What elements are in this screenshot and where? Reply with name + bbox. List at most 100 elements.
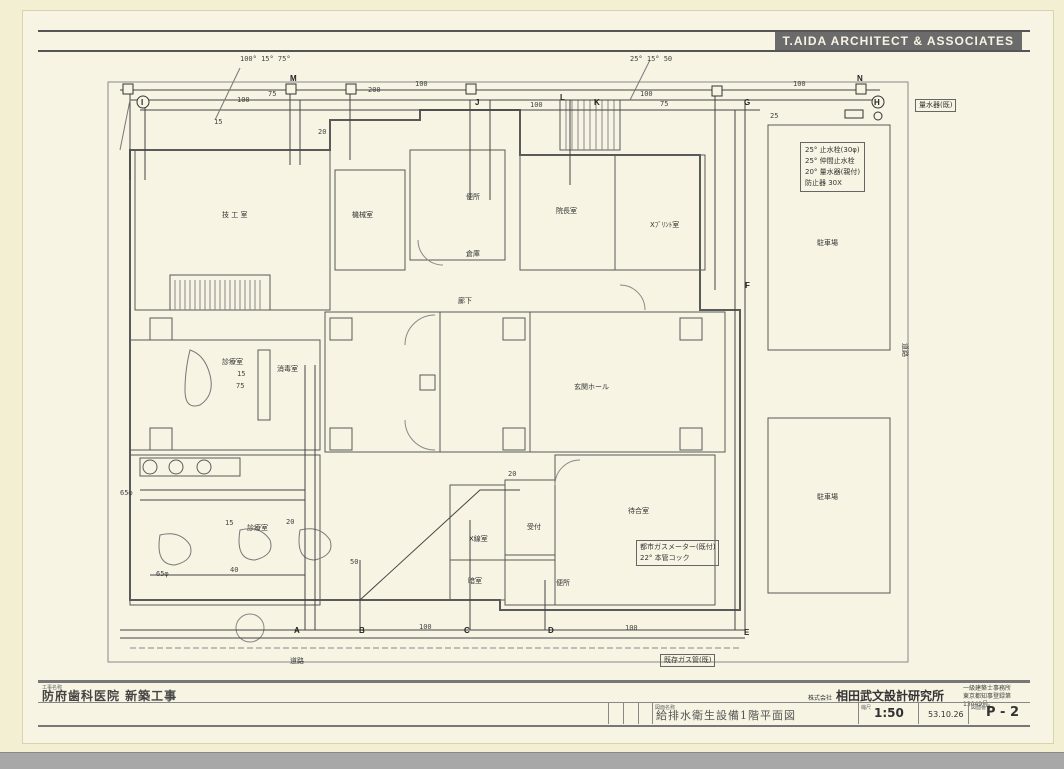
dim-label: 65φ	[156, 570, 169, 578]
room-label: 駐車場	[817, 239, 838, 247]
room-label: 便所	[556, 579, 570, 587]
office-prefix: 株式会社	[808, 695, 833, 702]
sink-counter	[139, 457, 241, 477]
tag-D: D	[548, 626, 554, 635]
project-caption: 工事名称	[42, 685, 63, 691]
column	[502, 427, 526, 451]
equipment-note: 25° 止水栓(30φ) 25° 仲間止水栓 20° 量水器(親付) 防止器 3…	[800, 142, 866, 192]
sheet-caption: 図面番号	[971, 705, 992, 711]
xray-print-room	[614, 154, 706, 271]
paper	[22, 10, 1054, 744]
room-label: 診療室	[247, 524, 268, 532]
column	[149, 427, 173, 451]
room-label: 便所	[466, 193, 480, 201]
tag-L: L	[560, 93, 565, 102]
waiting-room	[554, 454, 716, 606]
column	[149, 317, 173, 341]
reception-room	[504, 479, 556, 556]
hall-area	[324, 311, 726, 453]
note-line: 22° 本管コック	[640, 554, 690, 562]
room-label: 駐車場	[817, 493, 838, 501]
dim-label: 100° 15° 75°	[240, 55, 291, 63]
dim-label: 100	[237, 96, 250, 104]
measurement-ruler	[0, 752, 1064, 769]
gas-note: 都市ガスメーター(既付) 22° 本管コック	[636, 540, 720, 566]
firm-name: T.AIDA ARCHITECT & ASSOCIATES	[774, 32, 1022, 50]
stair-treads	[174, 280, 261, 310]
dim-label: 100	[530, 101, 543, 109]
dim-label: 100	[419, 623, 432, 631]
dim-label: 75	[660, 100, 669, 108]
column	[679, 317, 703, 341]
tag-H: H	[874, 98, 880, 107]
note-line: 都市ガスメーター(既付)	[640, 543, 716, 551]
dim-label: 65φ	[120, 489, 133, 497]
tag-M: M	[290, 74, 297, 83]
storage-room	[409, 149, 506, 261]
tag-F: F	[745, 281, 750, 290]
tag-C: C	[464, 626, 470, 635]
room-label: 暗室	[468, 577, 482, 585]
room-label: 道路	[901, 343, 909, 357]
license-line: 東京都知事登録第13049号	[963, 693, 1012, 708]
column	[329, 427, 353, 451]
drawing-title: 給排水衛生設備1階平面図	[656, 709, 796, 722]
parking-2	[767, 417, 891, 594]
room-label: 診療室	[222, 358, 243, 366]
note-line: 20° 量水器(親付)	[805, 168, 861, 176]
room-label: 院長室	[556, 207, 577, 215]
dim-label: 40	[230, 566, 239, 574]
dim-label: 200	[368, 86, 381, 94]
room-label: 技 工 室	[222, 211, 248, 219]
dim-label: 15	[214, 118, 223, 126]
column	[502, 317, 526, 341]
dim-label: 15	[225, 519, 234, 527]
scale: 1:50	[874, 706, 904, 720]
sheet-number: P - 2	[986, 705, 1020, 720]
room-label: Xﾌﾞﾘﾝﾄ室	[650, 221, 680, 229]
tag-I: I	[141, 98, 144, 107]
title-block: 工事名称 防府歯科医院 新築工事 株式会社相田武文設計研究所 一級建築士事務所 …	[38, 680, 1030, 727]
tag-K: K	[594, 98, 600, 107]
dim-label: 100	[640, 90, 653, 98]
room-label: 消毒室	[277, 365, 298, 373]
project-name: 防府歯科医院 新築工事	[42, 689, 178, 703]
dim-label: 15	[237, 370, 246, 378]
header-band: T.AIDA ARCHITECT & ASSOCIATES	[38, 30, 1030, 52]
dim-label: 25° 15° 50	[630, 55, 673, 63]
dim-label: 20	[508, 470, 517, 478]
tag-G: G	[744, 98, 751, 107]
office-name: 株式会社相田武文設計研究所	[808, 687, 944, 704]
dim-label: 25	[770, 112, 779, 120]
scale-caption: 縮尺	[861, 705, 872, 711]
tag-N: N	[857, 74, 863, 83]
tag-B: B	[359, 626, 365, 635]
meter-note: 量水器(既)	[915, 99, 957, 112]
floor-plan-drawing	[107, 59, 909, 663]
room-label: 道路	[290, 657, 304, 665]
parking-1	[767, 124, 891, 351]
dim-label: 100	[625, 624, 638, 632]
room-label: 倉庫	[466, 250, 480, 258]
dim-label: 75	[236, 382, 245, 390]
dim-label: 20	[286, 518, 295, 526]
counter	[257, 349, 271, 421]
office-label: 相田武文設計研究所	[836, 689, 945, 703]
room-label: 機械室	[352, 211, 373, 219]
date: 53.10.26	[928, 710, 964, 719]
toilet-lower	[504, 559, 556, 606]
tag-J: J	[475, 98, 480, 107]
room-label: X線室	[469, 535, 488, 543]
column	[679, 427, 703, 451]
note-line: 25° 仲間止水栓	[805, 157, 855, 165]
tag-E: E	[744, 628, 750, 637]
dark-room	[449, 559, 506, 601]
tag-A: A	[294, 626, 300, 635]
gas-existing-note: 既存ガス管(既)	[660, 654, 716, 667]
column	[329, 317, 353, 341]
note-line: 防止器 30X	[805, 179, 842, 187]
dim-label: 20	[318, 128, 327, 136]
license: 一級建築士事務所 東京都知事登録第13049号	[963, 685, 1030, 709]
drawing-caption: 図面名称	[655, 705, 676, 711]
